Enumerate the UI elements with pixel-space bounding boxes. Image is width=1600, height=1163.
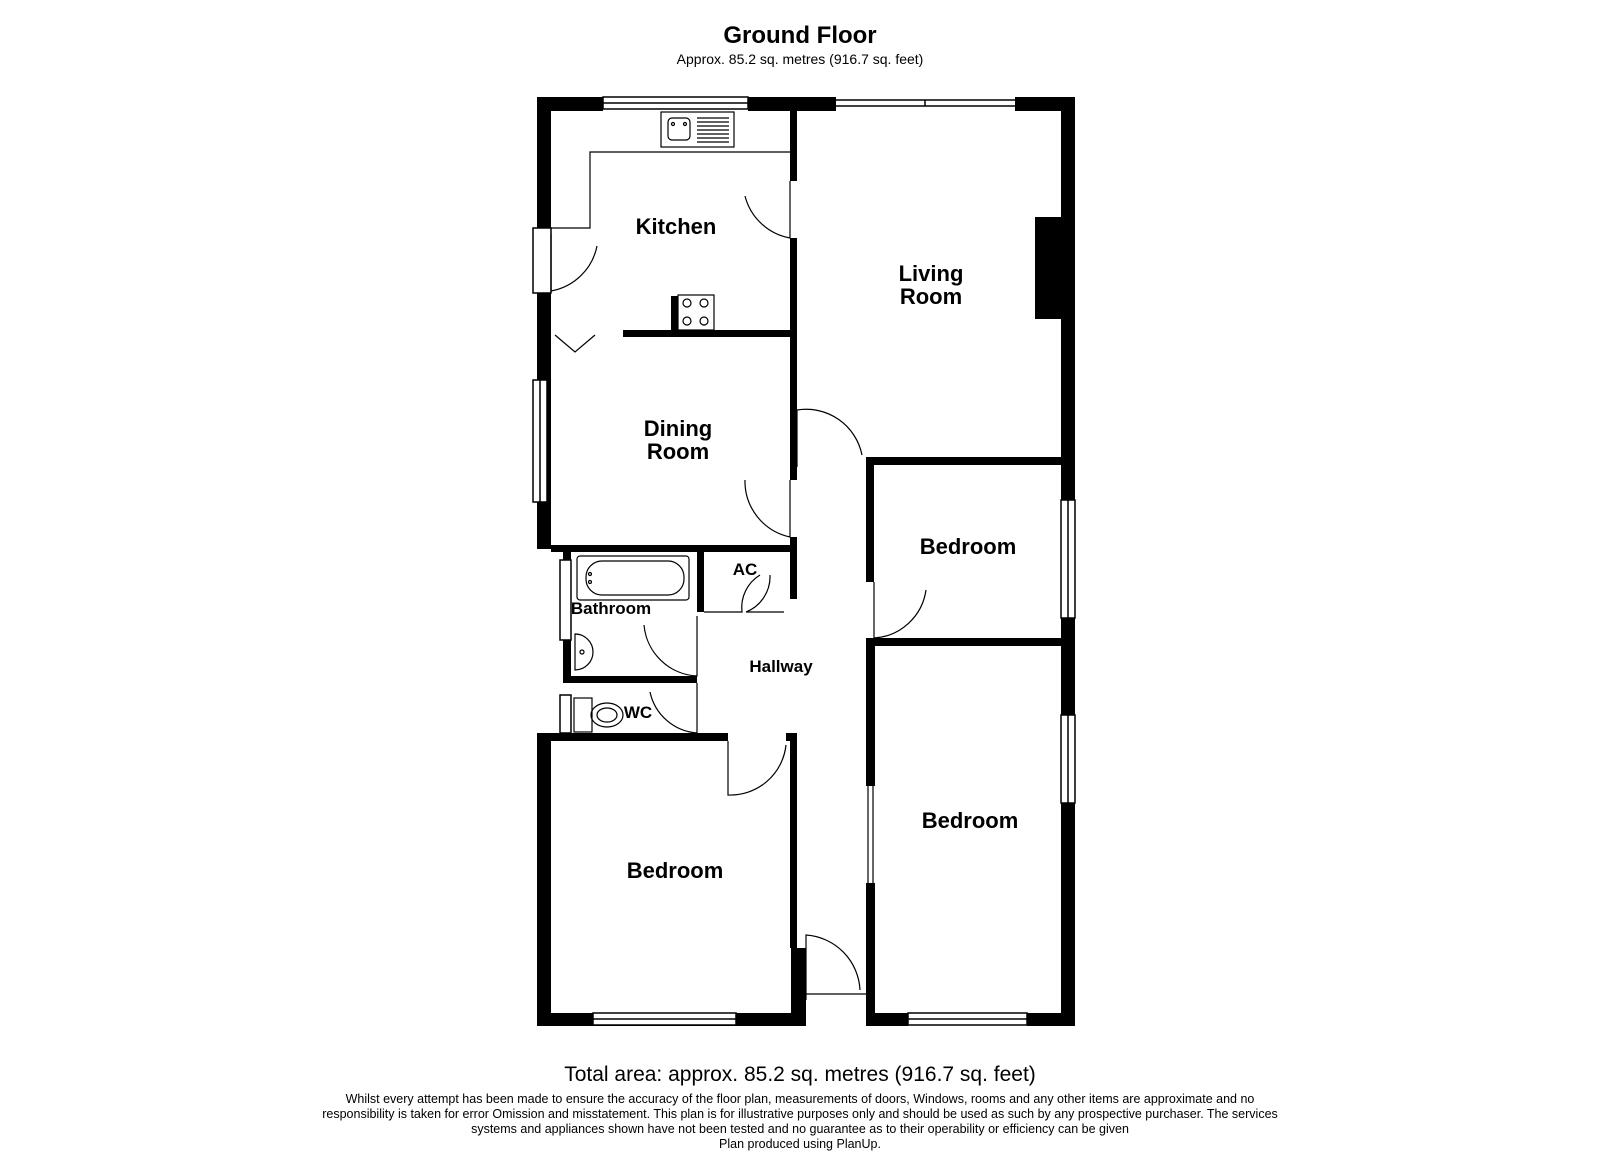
disclaimer-line-3: systems and appliances shown have not be… xyxy=(471,1122,1129,1136)
label-living-1: Living xyxy=(899,261,964,286)
label-bedroom-left: Bedroom xyxy=(627,858,724,883)
bifold-kitchen-dining xyxy=(554,334,596,353)
room-labels: Kitchen Living Room Dining Room Bedroom … xyxy=(571,214,1018,883)
kitchen-worktop xyxy=(551,111,790,229)
wall-bath-wc xyxy=(571,676,697,683)
wall-entrance-left xyxy=(791,948,806,1026)
label-bathroom: Bathroom xyxy=(571,599,651,618)
window-wc xyxy=(559,694,572,734)
toilet-icon xyxy=(590,702,624,728)
floor-title: Ground Floor xyxy=(723,22,877,49)
patio-doors xyxy=(836,99,1015,107)
label-bedroom-upper: Bedroom xyxy=(920,534,1017,559)
wall-south-left-b xyxy=(736,1013,806,1026)
door-living-hall xyxy=(796,408,863,467)
wall-wc-bedroom xyxy=(551,733,728,741)
bath-icon xyxy=(576,555,690,601)
wall-kitchen-dining xyxy=(623,330,797,337)
wall-bedrooms-divider xyxy=(866,638,1075,646)
windows xyxy=(532,96,1076,1026)
toilet-cistern xyxy=(573,697,593,733)
door-wc xyxy=(649,683,698,734)
wall-bedroom-hall xyxy=(790,733,797,948)
wall-bedroom-lower-west-a xyxy=(866,646,875,786)
door-dining-hall xyxy=(744,479,791,538)
wall-bath-ac xyxy=(697,552,704,612)
door-bedroom-left xyxy=(727,741,787,796)
door-bathroom xyxy=(643,616,698,677)
door-kitchen-living xyxy=(744,181,791,239)
label-ac: AC xyxy=(733,560,758,579)
wall-south-right-b xyxy=(1027,1013,1075,1026)
door-front-entrance xyxy=(805,934,861,1000)
label-bedroom-lower: Bedroom xyxy=(922,808,1019,833)
hob-icon xyxy=(677,294,715,331)
plan-footer: Total area: approx. 85.2 sq. metres (916… xyxy=(0,1062,1600,1152)
door-swings xyxy=(550,181,927,1000)
disclaimer-line-1: Whilst every attempt has been made to en… xyxy=(345,1092,1255,1106)
floor-area-subtitle: Approx. 85.2 sq. metres (916.7 sq. feet) xyxy=(676,51,924,67)
wall-north-mid xyxy=(748,97,836,111)
window-bathroom xyxy=(559,559,572,641)
wall-bedroom-lower-west-b xyxy=(866,883,875,948)
produced-by: Plan produced using PlanUp. xyxy=(719,1137,881,1151)
label-kitchen: Kitchen xyxy=(636,214,717,239)
wall-west-lower xyxy=(537,733,551,1026)
wall-kitchen-living-a xyxy=(790,111,797,181)
wall-kitchen-stub xyxy=(671,296,678,330)
wall-living-bedroom xyxy=(866,457,1075,465)
door-back-kitchen xyxy=(550,234,598,292)
label-living-2: Room xyxy=(900,284,962,309)
disclaimer-line-2: responsibility is taken for error Omissi… xyxy=(322,1107,1278,1121)
wall-north-left xyxy=(537,97,603,111)
disclaimer: Whilst every attempt has been made to en… xyxy=(260,1092,1340,1152)
bathroom-fittings xyxy=(573,555,690,733)
plan-header: Ground Floor Approx. 85.2 sq. metres (91… xyxy=(0,22,1600,68)
internal-walls xyxy=(551,111,1075,948)
label-dining-1: Dining xyxy=(644,416,712,441)
label-wc: WC xyxy=(624,703,652,722)
back-door-frame xyxy=(532,227,552,294)
wall-north-right xyxy=(1015,97,1075,111)
wall-kitchen-living-b xyxy=(790,238,797,480)
wall-south-right-a xyxy=(866,1013,908,1026)
wall-bedroom-upper-west xyxy=(866,457,874,582)
door-ac-right xyxy=(745,574,784,613)
label-dining-2: Room xyxy=(647,439,709,464)
door-ac-left xyxy=(704,574,761,613)
chimney-breast xyxy=(1035,217,1061,319)
door-bedroom-upper xyxy=(873,582,927,639)
basin-icon xyxy=(574,633,594,671)
total-area: Total area: approx. 85.2 sq. metres (916… xyxy=(564,1063,1036,1086)
wall-dining-bath xyxy=(551,545,797,552)
wall-entrance-right xyxy=(866,948,875,1026)
wall-dining-hall xyxy=(790,537,797,599)
label-hallway: Hallway xyxy=(749,657,813,676)
